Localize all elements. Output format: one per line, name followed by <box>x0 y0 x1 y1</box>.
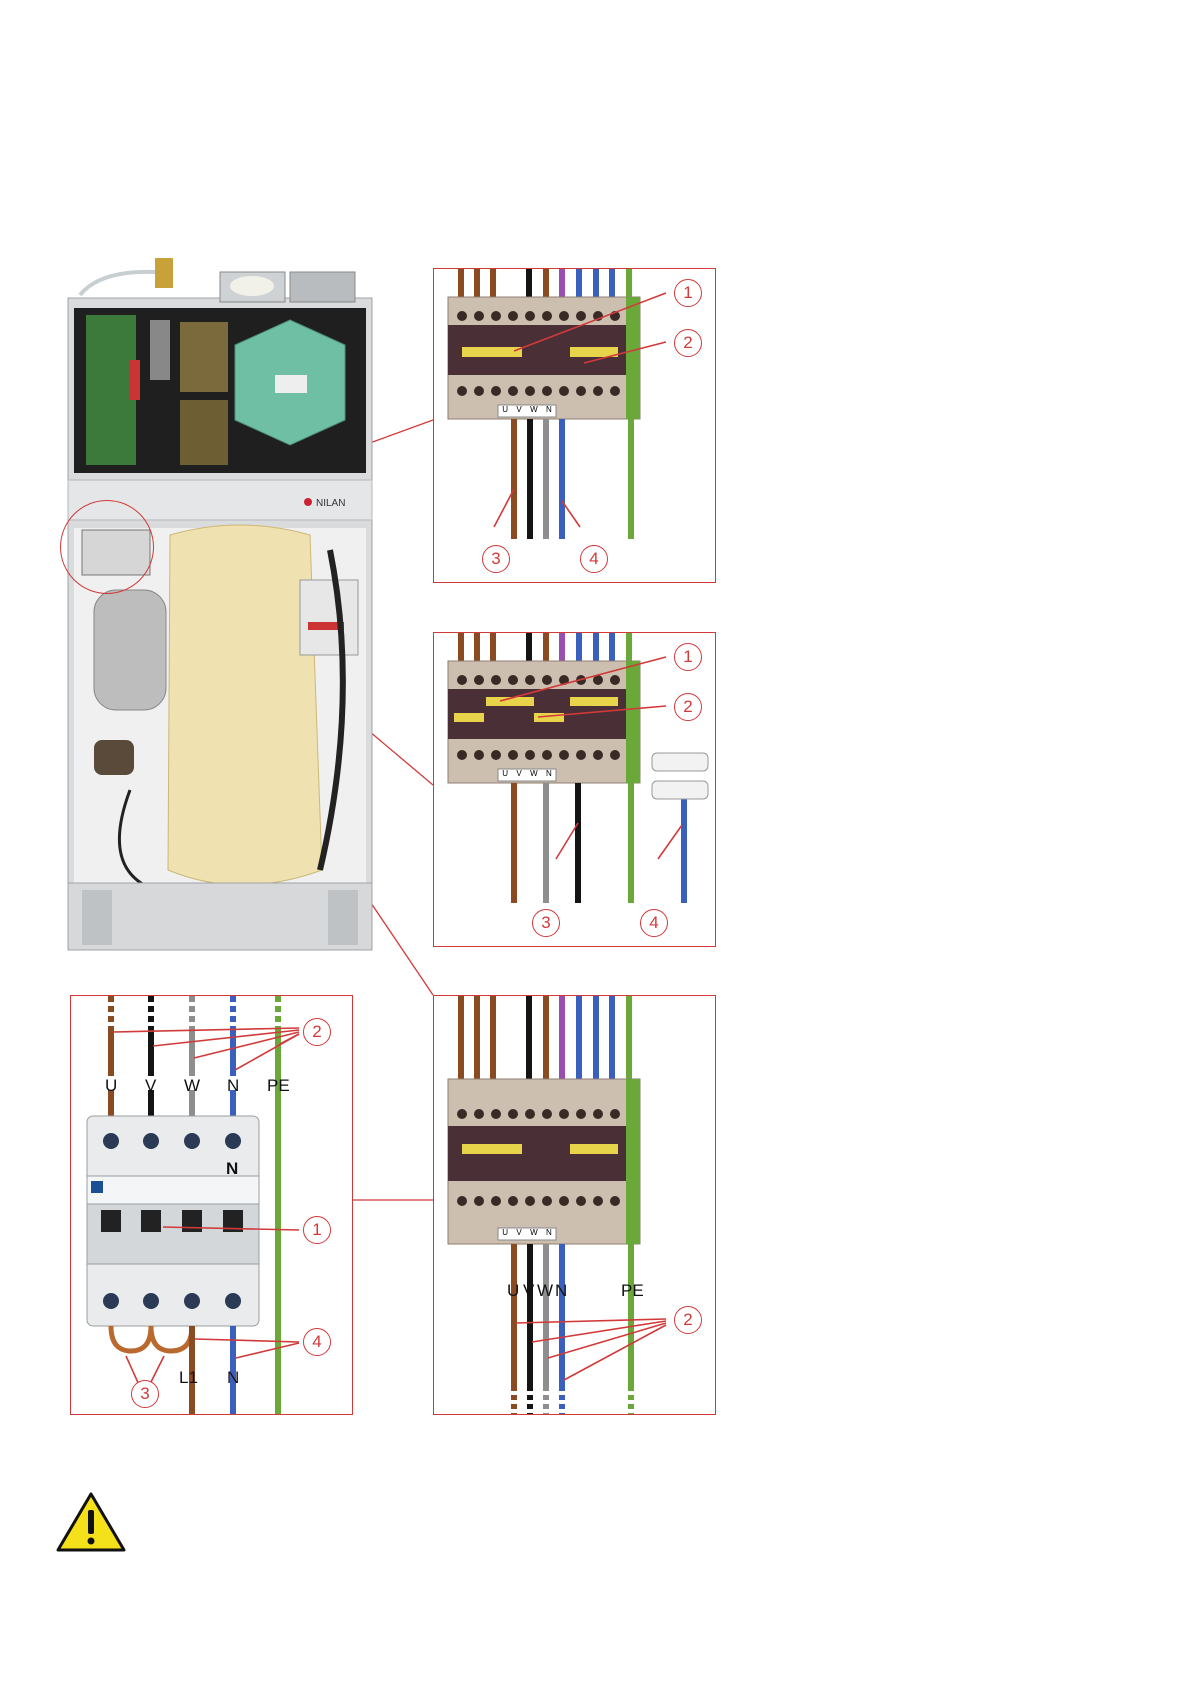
panel-breaker: U V W N PE N L1 N 2 1 4 3 <box>70 995 353 1415</box>
callout-1: 1 <box>674 643 702 671</box>
tb-label-n: N <box>546 405 552 414</box>
highlight-circle <box>60 500 154 594</box>
warning-triangle-icon <box>55 1490 127 1554</box>
breaker-module-letter: N <box>226 1159 238 1179</box>
terminal-drawing-b <box>434 633 716 947</box>
appliance-photo: NILAN <box>60 250 380 955</box>
tb-label-w: W <box>530 769 538 778</box>
breaker-top-label-n: N <box>227 1076 239 1096</box>
callout-4: 4 <box>640 909 668 937</box>
brand-logo: NILAN <box>316 498 345 509</box>
breaker-top-label-w: W <box>184 1076 200 1096</box>
callout-2: 2 <box>674 329 702 357</box>
breaker-bottom-label-n: N <box>227 1368 239 1388</box>
tb-label-v: V <box>516 769 521 778</box>
tb-label-w: W <box>530 1228 538 1237</box>
callout-2: 2 <box>674 1306 702 1334</box>
callout-3: 3 <box>532 909 560 937</box>
tb-c-label-pe: PE <box>621 1281 644 1301</box>
callout-3: 3 <box>131 1380 159 1408</box>
tb-label-v: V <box>516 405 521 414</box>
callout-2: 2 <box>674 693 702 721</box>
terminal-drawing-c <box>434 996 716 1415</box>
panel-terminal-config-c: U V W N PE 2 U V W N <box>433 995 716 1415</box>
terminal-drawing-a <box>434 269 716 583</box>
breaker-top-label-u: U <box>105 1076 117 1096</box>
breaker-top-label-pe: PE <box>267 1076 290 1096</box>
tb-label-n: N <box>546 1228 552 1237</box>
callout-4: 4 <box>303 1328 331 1356</box>
breaker-bottom-label-l1: L1 <box>179 1368 198 1388</box>
tb-label-u: U <box>502 769 508 778</box>
tb-label-w: W <box>530 405 538 414</box>
tb-c-label-w: W <box>537 1281 553 1301</box>
callout-1: 1 <box>303 1216 331 1244</box>
breaker-top-label-v: V <box>145 1076 156 1096</box>
tb-label-u: U <box>502 1228 508 1237</box>
callout-4: 4 <box>580 545 608 573</box>
tb-c-label-u: U <box>507 1281 519 1301</box>
tb-c-label-n: N <box>555 1281 567 1301</box>
tb-label-u: U <box>502 405 508 414</box>
tb-c-label-v: V <box>523 1281 534 1301</box>
tb-label-n: N <box>546 769 552 778</box>
panel-terminal-config-b: 1 2 3 4 U V W N <box>433 632 716 947</box>
callout-2: 2 <box>303 1018 331 1046</box>
callout-1: 1 <box>674 279 702 307</box>
tb-label-v: V <box>516 1228 521 1237</box>
callout-3: 3 <box>482 545 510 573</box>
panel-terminal-config-a: 1 2 3 4 U V W N <box>433 268 716 583</box>
